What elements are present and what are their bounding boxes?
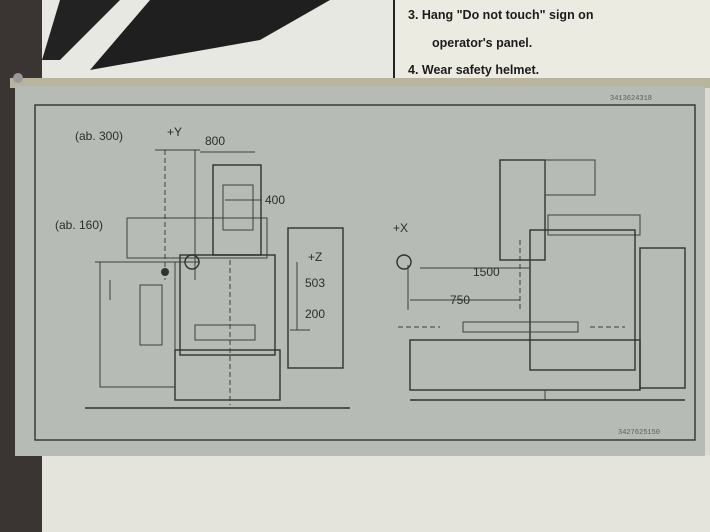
sign-line-3: 3. Hang "Do not touch" sign on: [408, 8, 593, 22]
plate-top-edge: [10, 78, 710, 88]
sign-line-4: 4. Wear safety helmet.: [408, 63, 539, 77]
dim-ab160: (ab. 160): [55, 218, 103, 232]
plate-border: [34, 104, 696, 441]
right-view-drawing: [396, 159, 686, 401]
serial-top: 3413624318: [610, 95, 652, 103]
screw-icon: [13, 73, 23, 83]
axis-plus-y: +Y: [167, 125, 182, 139]
dim-1500: 1500: [473, 265, 500, 279]
axis-plus-x: +X: [393, 221, 408, 235]
lower-wall: [42, 455, 710, 532]
dark-stripe: [90, 0, 330, 70]
sign-line-3b: operator's panel.: [432, 36, 532, 50]
dim-750: 750: [450, 293, 470, 307]
axis-plus-z: +Z: [308, 250, 322, 264]
machine-plate: [15, 86, 705, 456]
dim-ab300: (ab. 300): [75, 129, 123, 143]
dark-stripe: [42, 0, 120, 60]
origin-marker-icon: [184, 254, 200, 270]
dim-503: 503: [305, 276, 325, 290]
safety-sign: [393, 0, 710, 82]
dim-200: 200: [305, 307, 325, 321]
dim-400: 400: [265, 193, 285, 207]
serial-bottom: 3427625150: [618, 429, 660, 437]
left-view-drawing: [85, 149, 350, 409]
origin-marker-icon: [396, 254, 412, 270]
dim-800: 800: [205, 134, 225, 148]
